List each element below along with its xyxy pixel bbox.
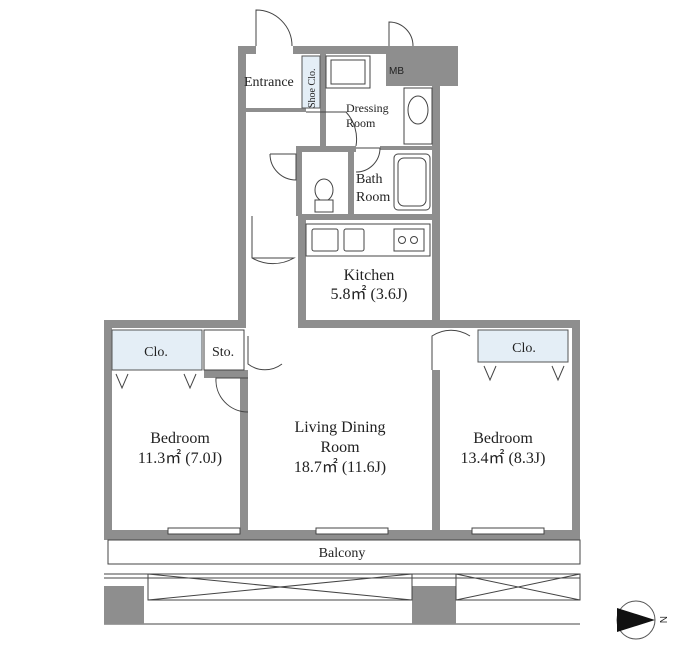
compass-arrow-icon: [617, 608, 655, 632]
storage-label: Sto.: [212, 345, 234, 360]
toilet-door: [269, 153, 297, 181]
bath-room-label-1: Bath: [356, 172, 382, 187]
compass: N: [616, 600, 668, 640]
storage-door: [247, 336, 283, 371]
kitchen-name: Kitchen: [344, 267, 395, 284]
bedroom-left-area: 11.3㎡ (7.0J): [138, 449, 222, 467]
bedroom-left-name: Bedroom: [150, 430, 210, 447]
dressing-room-label-2: Room: [346, 116, 376, 130]
bedroom-right-door: [431, 329, 471, 370]
mb-label: MB: [389, 66, 404, 77]
balcony: [104, 539, 581, 625]
outer-walls: [104, 46, 580, 540]
fixtures: [111, 55, 569, 535]
hall-door: [251, 216, 296, 265]
bedroom-left-door: [215, 377, 249, 413]
living-dining-area: 18.7㎡ (11.6J): [294, 458, 386, 476]
mb-door: [388, 21, 414, 47]
dressing-room-label-1: Dressing: [346, 101, 389, 115]
closet-left-label: Clo.: [144, 345, 168, 360]
bath-room-label-2: Room: [356, 190, 390, 205]
shoe-closet-label: Shoe Clo.: [307, 69, 318, 108]
bath-door: [355, 147, 381, 173]
kitchen-area: 5.8㎡ (3.6J): [331, 285, 408, 303]
compass-north-label: N: [657, 616, 668, 623]
living-dining-name-1: Living Dining: [294, 419, 385, 436]
dressing-door: [306, 111, 358, 147]
entrance-label: Entrance: [244, 75, 294, 90]
closet-right-label: Clo.: [512, 341, 536, 356]
bedroom-right-name: Bedroom: [473, 430, 533, 447]
living-dining-name-2: Room: [320, 439, 360, 456]
bedroom-right-area: 13.4㎡ (8.3J): [461, 449, 546, 467]
entrance-door: [255, 9, 293, 47]
balcony-label: Balcony: [319, 546, 366, 561]
